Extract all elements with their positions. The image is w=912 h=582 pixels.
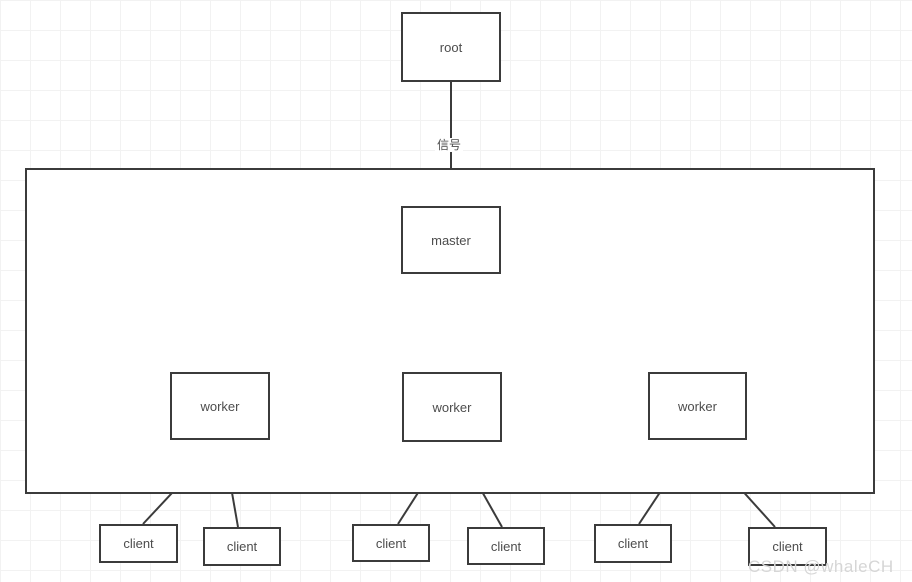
node-client-6[interactable]: client bbox=[748, 527, 827, 566]
node-client-1-label: client bbox=[123, 536, 154, 551]
node-worker-2[interactable]: worker bbox=[402, 372, 502, 442]
node-client-2[interactable]: client bbox=[203, 527, 281, 566]
node-root[interactable]: root bbox=[401, 12, 501, 82]
node-root-label: root bbox=[439, 39, 463, 55]
node-worker-2-label: worker bbox=[432, 399, 472, 415]
node-worker-1[interactable]: worker bbox=[170, 372, 270, 440]
node-client-2-label: client bbox=[226, 539, 258, 554]
node-master-label: master bbox=[431, 232, 471, 248]
node-worker-3-label: worker bbox=[677, 398, 717, 414]
node-client-3[interactable]: client bbox=[352, 524, 430, 562]
node-client-4-label: client bbox=[490, 538, 522, 554]
node-master[interactable]: master bbox=[401, 206, 501, 274]
node-client-1[interactable]: client bbox=[99, 524, 178, 563]
node-worker-1-label: worker bbox=[200, 398, 240, 414]
watermark: CSDN @whaleCH bbox=[748, 557, 894, 576]
node-client-3-label: client bbox=[375, 535, 407, 551]
edge-label-signal: 信号 bbox=[435, 138, 464, 152]
node-worker-3[interactable]: worker bbox=[648, 372, 747, 440]
node-client-5[interactable]: client bbox=[594, 524, 672, 563]
node-client-5-label: client bbox=[617, 536, 649, 551]
node-client-6-label: client bbox=[772, 539, 803, 554]
node-client-4[interactable]: client bbox=[467, 527, 545, 565]
